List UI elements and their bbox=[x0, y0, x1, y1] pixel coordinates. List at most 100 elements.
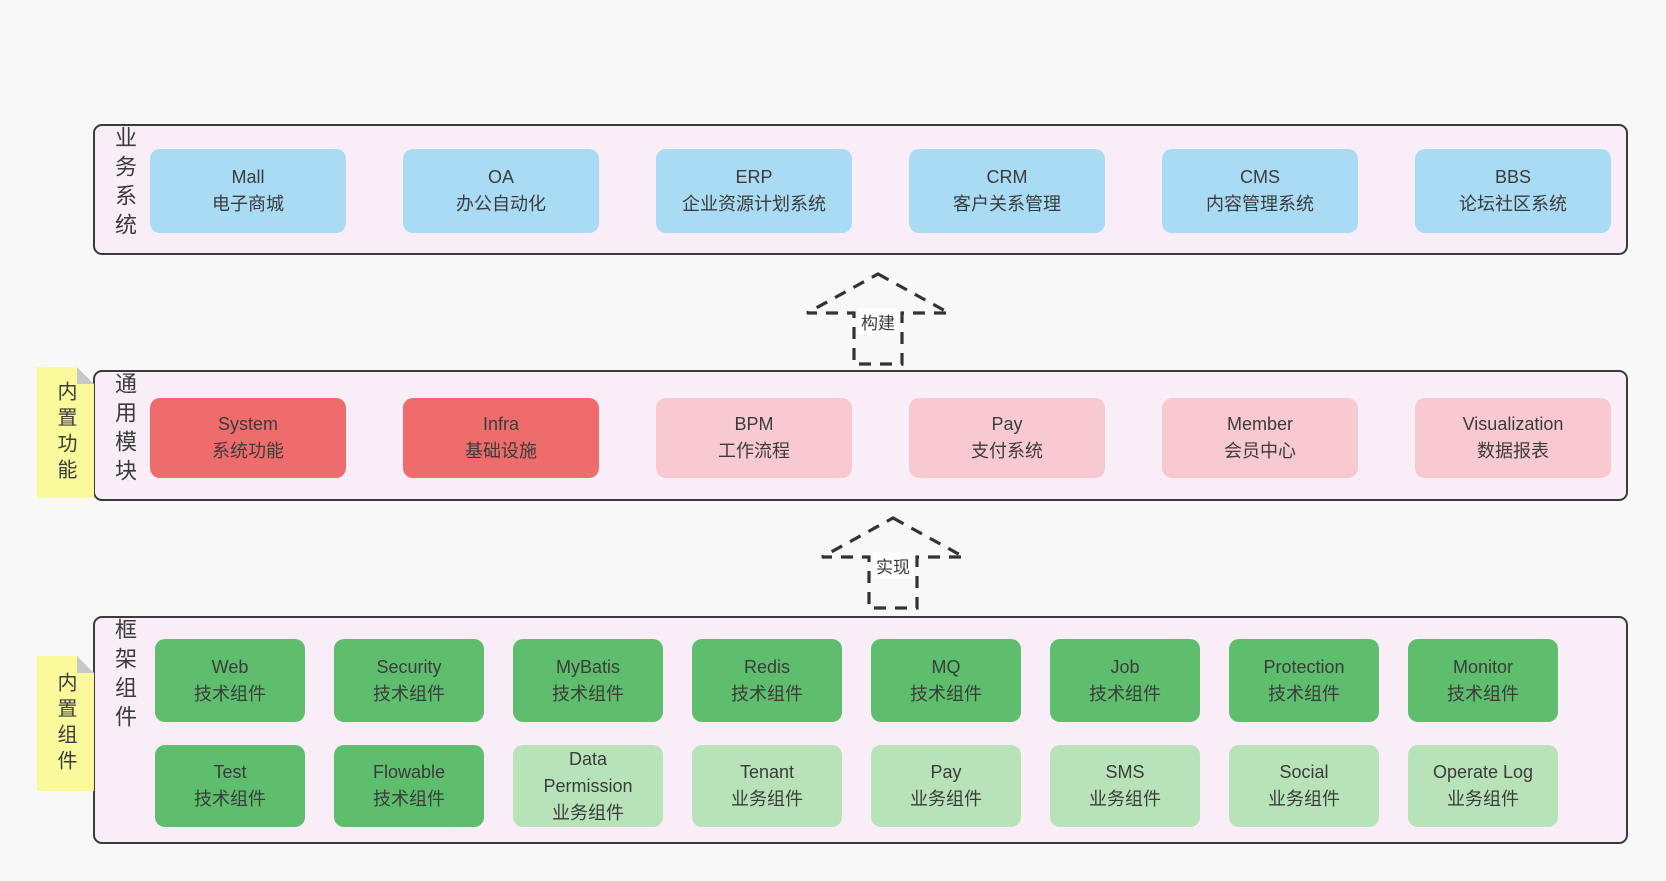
box-oa: OA 办公自动化 bbox=[403, 149, 599, 233]
box-visualization: Visualization 数据报表 bbox=[1415, 398, 1611, 478]
folded-corner-icon bbox=[77, 656, 94, 673]
layer-label-common-modules: 通用模块 bbox=[112, 372, 137, 488]
box-title: Pay bbox=[930, 762, 962, 782]
box-title: MQ bbox=[931, 656, 961, 677]
box-subtitle: 会员中心 bbox=[1224, 441, 1296, 461]
box-subtitle: 系统功能 bbox=[212, 441, 284, 461]
build-arrow: 构建 bbox=[804, 270, 952, 368]
box-subtitle: 技术组件 bbox=[194, 789, 266, 809]
box-title: BPM bbox=[734, 414, 774, 434]
build-arrow-label: 构建 bbox=[858, 308, 898, 335]
folded-corner-icon bbox=[77, 367, 94, 384]
box-mybatis: MyBatis 技术组件 bbox=[513, 639, 663, 722]
box-title: Test bbox=[213, 762, 247, 782]
layer-common-modules: 通用模块 System 系统功能 Infra 基础设施 BPM 工作流程 Pay… bbox=[93, 370, 1628, 501]
box-subtitle: 技术组件 bbox=[194, 683, 266, 704]
box-title: Tenant bbox=[739, 762, 795, 782]
box-operate-log: Operate Log 业务组件 bbox=[1408, 745, 1558, 827]
box-title: Mall bbox=[231, 167, 265, 187]
box-social: Social 业务组件 bbox=[1229, 745, 1379, 827]
box-subtitle: 业务组件 bbox=[1447, 789, 1519, 809]
box-subtitle: 技术组件 bbox=[1089, 683, 1161, 704]
layer-framework-components: 框架组件 Web 技术组件 Security 技术组件 MyBatis 技术组件… bbox=[93, 616, 1628, 844]
box-title: Visualization bbox=[1462, 414, 1564, 434]
sticky-note-text: 内置功能 bbox=[54, 380, 76, 485]
box-title: Social bbox=[1279, 762, 1329, 782]
box-title: Member bbox=[1226, 414, 1293, 434]
box-flowable: Flowable 技术组件 bbox=[334, 745, 484, 827]
box-web: Web 技术组件 bbox=[155, 639, 305, 722]
business-systems-row: Mall 电子商城 OA 办公自动化 ERP 企业资源计划系统 CRM 客户关系… bbox=[95, 126, 1626, 233]
box-title: CRM bbox=[986, 167, 1028, 187]
box-title: BBS bbox=[1494, 167, 1532, 187]
box-pay-system: Pay 支付系统 bbox=[909, 398, 1105, 478]
layer-business-systems: 业务系统 Mall 电子商城 OA 办公自动化 ERP 企业资源计划系统 CRM… bbox=[93, 124, 1628, 255]
box-title: Security bbox=[376, 656, 442, 677]
box-title: System bbox=[217, 414, 278, 434]
layer-label-framework-components: 框架组件 bbox=[112, 618, 137, 734]
box-bpm: BPM 工作流程 bbox=[656, 398, 852, 478]
box-title: Flowable bbox=[372, 762, 446, 782]
box-subtitle: 技术组件 bbox=[1447, 683, 1519, 704]
box-title: Job bbox=[1110, 656, 1140, 677]
box-subtitle: 论坛社区系统 bbox=[1459, 194, 1567, 214]
box-pay-component: Pay 业务组件 bbox=[871, 745, 1021, 827]
box-title: ERP bbox=[735, 167, 773, 187]
box-crm: CRM 客户关系管理 bbox=[909, 149, 1105, 233]
box-subtitle: 技术组件 bbox=[373, 789, 445, 809]
box-subtitle: 企业资源计划系统 bbox=[682, 194, 826, 214]
common-modules-row: System 系统功能 Infra 基础设施 BPM 工作流程 Pay 支付系统… bbox=[95, 372, 1626, 478]
box-subtitle: 电子商城 bbox=[212, 194, 284, 214]
box-mq: MQ 技术组件 bbox=[871, 639, 1021, 722]
box-title: Redis bbox=[743, 656, 791, 677]
sticky-note-builtin-components: 内置组件 bbox=[37, 656, 94, 791]
box-subtitle: 基础设施 bbox=[465, 441, 537, 461]
box-subtitle: 技术组件 bbox=[910, 683, 982, 704]
sticky-note-text: 内置组件 bbox=[54, 671, 76, 776]
box-subtitle: 技术组件 bbox=[552, 683, 624, 704]
box-title: Web bbox=[211, 656, 249, 677]
box-subtitle: 业务组件 bbox=[552, 802, 624, 823]
box-title: Protection bbox=[1263, 656, 1345, 677]
box-title: SMS bbox=[1105, 762, 1145, 782]
box-subtitle: 技术组件 bbox=[373, 683, 445, 704]
box-subtitle: 技术组件 bbox=[1268, 683, 1340, 704]
box-subtitle: 工作流程 bbox=[718, 441, 790, 461]
box-erp: ERP 企业资源计划系统 bbox=[656, 149, 852, 233]
box-system: System 系统功能 bbox=[150, 398, 346, 478]
box-infra: Infra 基础设施 bbox=[403, 398, 599, 478]
box-cms: CMS 内容管理系统 bbox=[1162, 149, 1358, 233]
box-bbs: BBS 论坛社区系统 bbox=[1415, 149, 1611, 233]
box-title: Operate Log bbox=[1432, 762, 1534, 782]
box-tenant: Tenant 业务组件 bbox=[692, 745, 842, 827]
box-subtitle: 业务组件 bbox=[731, 789, 803, 809]
box-member: Member 会员中心 bbox=[1162, 398, 1358, 478]
box-title: Data Permission bbox=[543, 748, 633, 796]
box-title: MyBatis bbox=[555, 656, 620, 677]
box-security: Security 技术组件 bbox=[334, 639, 484, 722]
framework-components-grid: Web 技术组件 Security 技术组件 MyBatis 技术组件 Redi… bbox=[95, 618, 1626, 827]
up-arrow-icon bbox=[806, 272, 950, 366]
implement-arrow-label: 实现 bbox=[873, 552, 913, 579]
layer-label-business-systems: 业务系统 bbox=[112, 126, 137, 242]
box-title: OA bbox=[487, 167, 514, 187]
sticky-note-builtin-features: 内置功能 bbox=[37, 367, 94, 498]
up-arrow-icon bbox=[821, 516, 965, 610]
box-subtitle: 支付系统 bbox=[971, 441, 1043, 461]
box-job: Job 技术组件 bbox=[1050, 639, 1200, 722]
box-mall: Mall 电子商城 bbox=[150, 149, 346, 233]
box-subtitle: 业务组件 bbox=[910, 789, 982, 809]
box-subtitle: 业务组件 bbox=[1089, 789, 1161, 809]
box-subtitle: 客户关系管理 bbox=[953, 194, 1061, 214]
box-sms: SMS 业务组件 bbox=[1050, 745, 1200, 827]
box-protection: Protection 技术组件 bbox=[1229, 639, 1379, 722]
box-subtitle: 业务组件 bbox=[1268, 789, 1340, 809]
box-subtitle: 办公自动化 bbox=[456, 194, 546, 214]
box-data-permission: Data Permission 业务组件 bbox=[513, 745, 663, 827]
box-subtitle: 内容管理系统 bbox=[1206, 194, 1314, 214]
box-title: Infra bbox=[482, 414, 520, 434]
box-title: CMS bbox=[1240, 167, 1280, 187]
box-subtitle: 技术组件 bbox=[731, 683, 803, 704]
box-title: Pay bbox=[991, 414, 1023, 434]
